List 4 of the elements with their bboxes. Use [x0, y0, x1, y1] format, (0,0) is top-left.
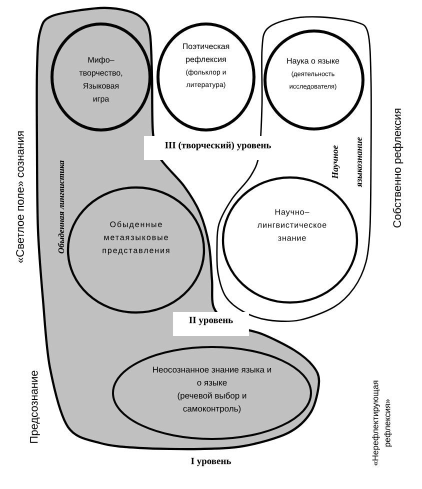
- side-label: «Нерефлектирующая рефлексия»: [372, 380, 392, 466]
- level-label: I уровень: [191, 458, 231, 466]
- side-label: «Светлое поле» сознания: [16, 131, 24, 263]
- side-label: Собственно рефлексия: [392, 108, 404, 228]
